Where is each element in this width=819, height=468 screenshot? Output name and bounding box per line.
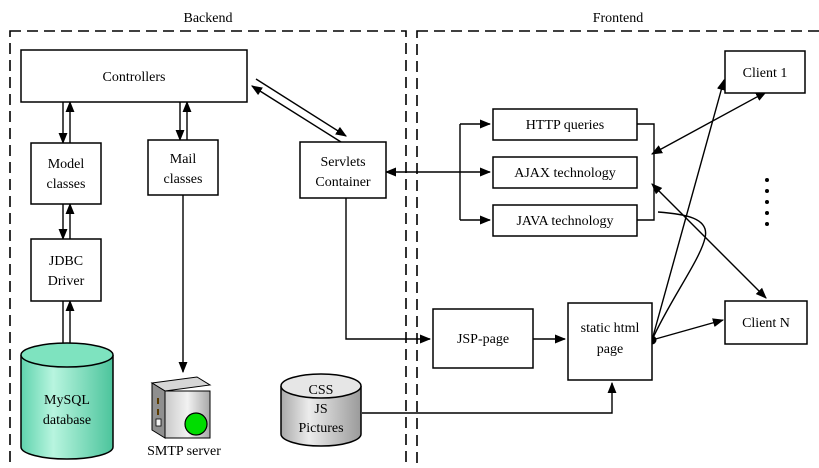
ajax-technology-box: AJAX technology (492, 156, 638, 189)
java-technology-box: JAVA technology (492, 204, 638, 237)
http-queries-box: HTTP queries (492, 108, 638, 141)
smtp-server: SMTP server (147, 376, 221, 459)
client1-label: Client 1 (743, 66, 788, 81)
static-label-line1: static html (581, 321, 640, 336)
backend-region: Backend (9, 11, 407, 468)
assets-label-line1: CSS (309, 383, 334, 398)
arrow-static-to-client1 (651, 78, 726, 341)
arrow-servlets-to-jsp (345, 198, 432, 344)
frontend-region: Frontend (416, 11, 819, 468)
status-indicator-icon (184, 412, 208, 436)
static-html-page-box: static html page (567, 302, 653, 381)
arrow-ajax-client1 (651, 91, 767, 155)
backend-label: Backend (184, 11, 233, 26)
arrow-static-to-clientN (651, 318, 725, 341)
tech-collector (637, 123, 655, 221)
ajax-label: AJAX technology (514, 166, 616, 181)
curve-static-to-fork (651, 211, 707, 341)
servlets-container-box: Servlets Container (299, 141, 387, 199)
mysql-database-cylinder: MySQL database (20, 342, 114, 460)
frontend-label: Frontend (593, 11, 644, 26)
controllers-box: Controllers (20, 49, 248, 103)
connectors (58, 78, 769, 414)
controllers-label: Controllers (103, 70, 166, 85)
model-label-line2: classes (47, 177, 86, 192)
jdbc-label-line2: Driver (48, 274, 85, 289)
mysql-label-line2: database (43, 413, 91, 428)
http-label: HTTP queries (526, 118, 604, 133)
static-label-line2: page (597, 342, 623, 357)
arrow-servlets-to-controllers (251, 85, 342, 143)
clientN-label: Client N (742, 316, 790, 331)
assets-cylinder: CSS JS Pictures (280, 373, 362, 447)
servlets-label-line2: Container (315, 175, 371, 190)
mail-label-line2: classes (164, 172, 203, 187)
model-classes-box: Model classes (30, 142, 102, 205)
servlets-label-line1: Servlets (320, 155, 365, 170)
mysql-label-line1: MySQL (44, 393, 90, 408)
arrow-ajax-clientN (651, 183, 767, 299)
smtp-label: SMTP server (147, 444, 221, 459)
arrow-assets-to-static (362, 381, 617, 414)
jsp-label: JSP-page (457, 332, 509, 347)
jdbc-label-line1: JDBC (49, 254, 83, 269)
more-clients-dots (765, 178, 769, 226)
arrow-controllers-to-servlets (255, 78, 347, 137)
mail-classes-box: Mail classes (147, 139, 219, 196)
model-label-line1: Model (48, 157, 85, 172)
client-n-box: Client N (724, 300, 808, 345)
jsp-page-box: JSP-page (432, 308, 534, 369)
assets-label-line3: Pictures (298, 421, 343, 436)
java-label: JAVA technology (516, 214, 613, 229)
assets-label-line2: JS (314, 402, 327, 417)
client-1-box: Client 1 (724, 50, 806, 94)
jdbc-driver-box: JDBC Driver (30, 238, 102, 302)
mail-label-line1: Mail (170, 152, 197, 167)
